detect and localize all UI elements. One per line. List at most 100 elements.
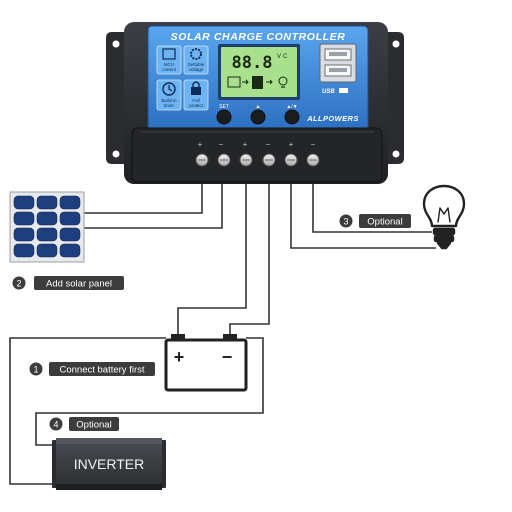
step-label-pill [359,214,411,228]
mount-hole [112,150,120,158]
usb-label: USB [322,89,335,95]
solar-cell [59,243,81,258]
icon-label: Build-in [161,98,177,103]
lcd-bulb-icon [278,76,288,86]
control-buttons: SET ▲ ▲/▼ [216,104,300,125]
terminal-sign: + [198,140,203,149]
terminal-sign: + [243,140,248,149]
step-number: 3 [343,217,348,227]
terminal-screws [195,153,320,167]
inverter-bottom [56,484,162,490]
battery-terminal-positive [171,334,185,341]
clock-hands [168,85,173,92]
wire-inverter-negative [35,337,264,446]
solar-cell [36,227,58,242]
up-button[interactable] [250,109,266,125]
solar-cell [13,227,35,242]
step-text: Optional [367,217,402,228]
lcd-arrow-icon [242,79,249,85]
step-text: Optional [76,420,111,431]
battery-terminal-negative [223,334,237,341]
battery-plus: + [174,347,185,367]
mount-hole [392,40,400,48]
step-label-pill [49,362,155,376]
terminal-signs: + − + − + − [198,140,316,149]
inverter: INVERTER [52,438,166,490]
button-label: ▲ [256,104,261,110]
solar-cell [13,195,35,210]
icon-label: Settable [188,62,205,67]
icon-label: control [162,67,176,72]
mount-hole [392,150,400,158]
step-text: Add solar panel [46,279,112,290]
wire-battery-positive [177,160,247,334]
bulb-filament [437,207,451,223]
battery-minus: − [222,347,233,367]
up-down-button[interactable] [284,109,300,125]
usb-battery-mark [339,88,348,93]
step-label-connect-battery: 1 Connect battery first [29,362,155,376]
bulb-base [432,227,456,236]
lcd-unit-c: C [283,54,288,60]
lcd-unit-v: V [277,54,281,60]
light-bulb-icon [422,184,466,250]
lcd-arrow-icon [266,79,273,85]
controller-title: SOLAR CHARGE CONTROLLER [171,31,346,43]
step-number: 2 [16,279,21,289]
inverter-body [56,438,162,490]
solar-cells [13,195,81,258]
button-label: ▲/▼ [286,104,297,110]
solar-cell [59,227,81,242]
battery: + − [164,334,248,392]
step-label-optional-load: 3 Optional [339,214,411,228]
wire-load-positive [290,160,436,249]
icon-label: Full [192,98,199,103]
solar-cell [59,195,81,210]
lcd-display: 88.8 V C [218,44,300,100]
bulb-glass [422,184,466,228]
step-number-badge [12,276,26,290]
brand-logo: ALLPOWERS [306,114,359,123]
wire-inverter-positive [9,337,166,485]
solar-cell [13,243,35,258]
lcd-battery-icon [252,76,263,89]
usb-ports: USB [319,43,357,95]
step-number-badge [29,362,43,376]
set-button[interactable] [216,109,232,125]
step-text: Connect battery first [59,365,144,376]
step-label-pill [34,276,124,290]
mount-hole [112,40,120,48]
battery-body [164,338,248,392]
step-number-badge [339,214,353,228]
mcu-icon [162,48,176,60]
step-number: 1 [33,365,38,375]
icon-label: voltage [189,67,204,72]
step-number-badge [49,417,63,431]
terminal-sign: − [219,140,224,149]
icon-label: protect [189,103,204,108]
clock-icon [162,82,176,96]
bulb-base [433,234,455,243]
lcd-panel-icon [227,76,241,88]
solar-charge-controller: SOLAR CHARGE CONTROLLER MCU control Sett… [106,22,404,184]
icon-label: timer [164,103,175,108]
step-label-pill [69,417,119,431]
terminal-block [131,127,383,183]
usb-port-tongue [329,68,347,72]
terminal-sign: − [311,140,316,149]
step-label-add-solar-panel: 2 Add solar panel [12,276,124,290]
mounting-ear-right [386,32,404,164]
terminal-sign: + [289,140,294,149]
icon-label: MCU [164,62,174,67]
inverter-label: INVERTER [74,456,145,472]
solar-cell [13,211,35,226]
usb-port-tongue [329,52,347,56]
wire-battery-negative [229,160,270,334]
lock-shackle [192,81,200,87]
feature-icons: MCU control Settable voltage Build-in ti… [156,45,209,111]
solar-panel [9,191,85,263]
solar-cell [36,211,58,226]
button-label: SET [219,104,229,110]
solar-cell [59,211,81,226]
